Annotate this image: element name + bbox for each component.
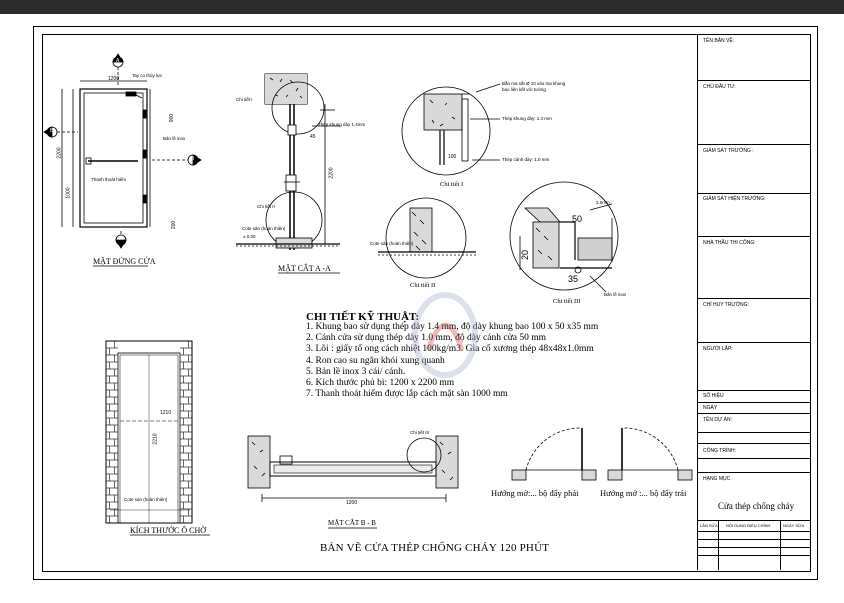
- tb-row-label: GIÁM SÁT HIỆN TRƯỜNG:: [703, 196, 766, 202]
- spec-item: 3. Lõi : giấy tổ ong cách nhiệt 100kg/m3…: [306, 344, 594, 355]
- tb-row-label: GIÁM SÁT TRƯỞNG :: [703, 148, 754, 154]
- tb-row-label: CHỦ ĐẦU TƯ:: [703, 84, 736, 90]
- note-gap: 2.0mm: [596, 200, 610, 205]
- section-marker-a-top: A: [116, 58, 120, 64]
- note-chi-tiet-ii-aa: Chi tiết II: [257, 204, 275, 209]
- note-floor-value-aa: ± 0.00: [243, 234, 256, 239]
- dim-top-900: 900: [169, 113, 176, 123]
- swing-right-drawing: [511, 427, 597, 481]
- dim-50: 50: [572, 214, 583, 224]
- note-hinge-3: Bản lề inox: [604, 292, 627, 297]
- dim-height-aa: 2200: [328, 167, 335, 179]
- spec-item: 4. Ron cao su ngăn khói xung quanh: [306, 355, 445, 366]
- dim-100: 100: [448, 154, 457, 160]
- drawing-main-title: BẢN VẼ CỬA THÉP CHỐNG CHÁY 120 PHÚT: [320, 542, 550, 554]
- dim-45: 45: [310, 134, 316, 140]
- sheet-outer-border: [33, 26, 818, 580]
- specs-list: 1. Khung bao sử dụng thép dày 1.4 mm, độ…: [306, 322, 598, 400]
- section-marker-a-bottom: A: [119, 236, 123, 242]
- detail-1-drawing: [401, 83, 501, 176]
- dim-20: 20: [520, 249, 531, 261]
- tb-rev-col-3: NGÀY SỬA: [783, 523, 805, 528]
- view-title-detail-3: Chi tiết III: [553, 298, 581, 305]
- tb-row-label: CÔNG TRÌNH:: [703, 448, 736, 454]
- detail-2-drawing: [378, 197, 476, 279]
- tb-row-label: NGƯỜI LẬP:: [703, 346, 733, 352]
- note-hinge: Bản lề inox: [163, 136, 186, 141]
- viewer-top-bar: [0, 0, 844, 14]
- opening-drawing: [105, 340, 193, 524]
- tb-row-label: NGÀY: [703, 405, 718, 411]
- tb-row-label: CHỈ HUY TRƯỞNG:: [703, 302, 749, 308]
- tb-row-label: TÊN DỰ ÁN:: [703, 417, 732, 423]
- dim-opening-width: 1210: [160, 410, 172, 416]
- view-title-detail-2: Chi tiết II: [410, 282, 436, 289]
- dim-bottom-200: 200: [171, 220, 178, 230]
- note-detail1-line2: bao liên kết với tường: [502, 87, 546, 92]
- note-floor-aa: Cote sàn (hoàn thiện): [242, 226, 286, 231]
- dim-panic-height: 1000: [65, 187, 72, 199]
- spec-item: 2. Cánh cửa sử dụng thép dày 1.0 mm, độ …: [306, 333, 546, 344]
- dim-width-top: 1200: [108, 76, 120, 82]
- view-title-section-aa: MẶT CẮT A -A: [278, 264, 331, 273]
- note-floor-opening: Cote sàn (hoàn thiện): [124, 497, 168, 502]
- view-title-elevation: MẶT ĐỨNG CỬA: [93, 257, 156, 266]
- section-aa-drawing: [236, 73, 340, 250]
- title-block: TÊN BẢN VẼ: CHỦ ĐẦU TƯ: GIÁM SÁT TRƯỞNG …: [697, 34, 810, 570]
- door-elevation-drawing: [43, 53, 202, 249]
- note-chi-tiet-i-aa: Chi tiết I: [236, 97, 253, 102]
- note-handle: Tay co thủy lực: [132, 73, 163, 78]
- note-panic-bar: Thanh thoát hiểm: [91, 177, 127, 182]
- specs-title: CHI TIẾT KỸ THUẬT:: [306, 311, 420, 323]
- note-chi-tiet-iii-bb: Chi tiết III: [410, 430, 430, 435]
- swing-right-label: Hướng mở:... bộ đẩy phải: [491, 488, 579, 498]
- section-marker-b-left: B: [50, 128, 54, 134]
- spec-item: 5. Bản lề inox 3 cái/ cánh.: [306, 366, 406, 377]
- note-frame-thickness: Thép khung dày: 1.4 mm: [502, 116, 552, 121]
- tb-row-label: SỐ HIỆU: [703, 393, 724, 399]
- note-leaf-thickness: Thép cánh dày: 1.0 mm: [502, 157, 550, 162]
- note-detail1-line1: Bắn ma sắt Ø 10 vào ma khung: [502, 81, 566, 86]
- watermark-logo: [412, 292, 478, 378]
- dim-opening-height: 2210: [152, 433, 159, 445]
- spec-item: 1. Khung bao sử dụng thép dày 1.4 mm, độ…: [306, 322, 599, 332]
- tb-row-label: HẠNG MỤC: [703, 476, 731, 482]
- sheet-inner-border: [42, 34, 811, 572]
- section-marker-b-right: B: [191, 156, 195, 162]
- section-bb-drawing: [247, 435, 459, 502]
- tb-rev-col-2: NỘI DUNG ĐIỀU CHỈNH: [726, 523, 771, 528]
- view-title-detail-1: Chi tiết I: [440, 181, 464, 188]
- spec-item: 6. Kích thước phủ bì: 1200 x 2200 mm: [306, 378, 455, 389]
- dim-height: 2200: [56, 147, 63, 159]
- note-frame-section: Thép khung dày 1.4mm: [318, 122, 366, 127]
- note-floor-ii: Cote sàn (hoàn thiện): [370, 241, 414, 246]
- spec-item: 7. Thanh thoát hiểm được lắp cách mặt sà…: [306, 389, 508, 400]
- view-title-section-bb: MẶT CẮT B - B: [328, 519, 376, 527]
- view-title-opening: KÍCH THƯỚC Ô CHỜ: [130, 526, 207, 535]
- dim-35: 35: [568, 274, 579, 284]
- dim-width-bb: 1200: [346, 500, 358, 506]
- tb-item-value: Cửa thép chống cháy: [718, 501, 795, 511]
- tb-rev-col-1: LẦN SỬA: [700, 523, 718, 528]
- tb-row-label: NHÀ THẦU THI CÔNG:: [703, 240, 756, 246]
- swing-left-label: Hướng mở :... bộ đẩy trái: [600, 488, 687, 498]
- tb-row-label: TÊN BẢN VẼ:: [703, 38, 735, 44]
- detail-3-drawing: [509, 181, 619, 293]
- swing-left-drawing: [607, 427, 693, 481]
